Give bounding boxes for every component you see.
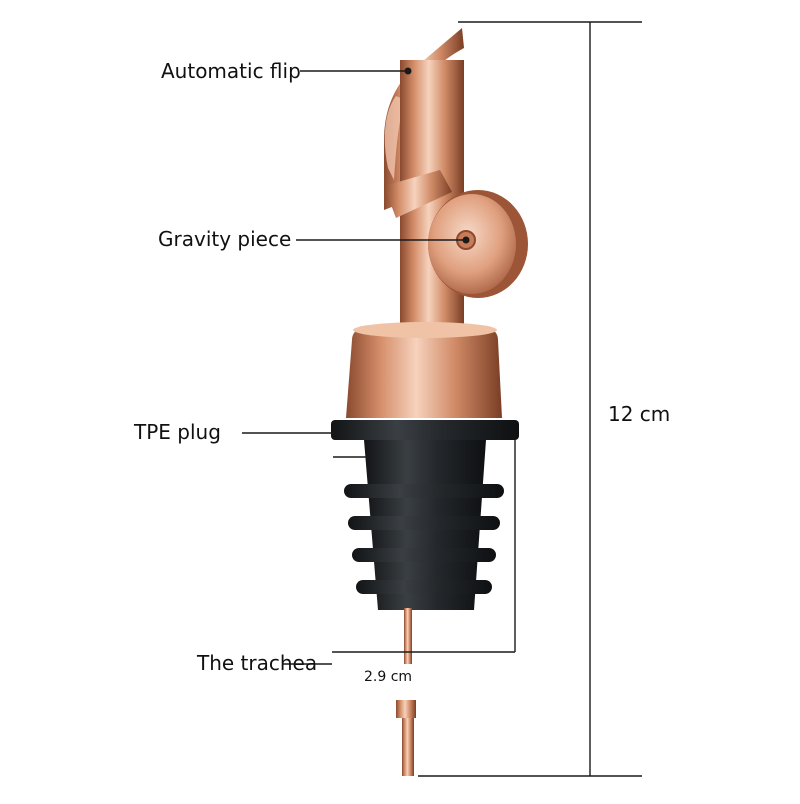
flip-callout-dot	[404, 67, 412, 75]
width-label: 2.9 cm	[364, 669, 413, 685]
automatic-flip-label: Automatic flip	[161, 59, 301, 83]
copper-collar	[346, 322, 502, 418]
gravity-piece-label: Gravity piece	[158, 227, 292, 251]
tpe-plug-part	[331, 420, 519, 610]
width-dimension	[332, 440, 516, 653]
gravity-callout-dot	[462, 236, 470, 244]
tpe-plug-label: TPE plug	[134, 420, 221, 444]
gravity-piece-part	[428, 190, 528, 298]
height-dimension	[418, 21, 642, 777]
trachea-label: The trachea	[197, 651, 318, 675]
trachea-part	[396, 608, 416, 776]
height-label: 12 cm	[608, 402, 671, 426]
